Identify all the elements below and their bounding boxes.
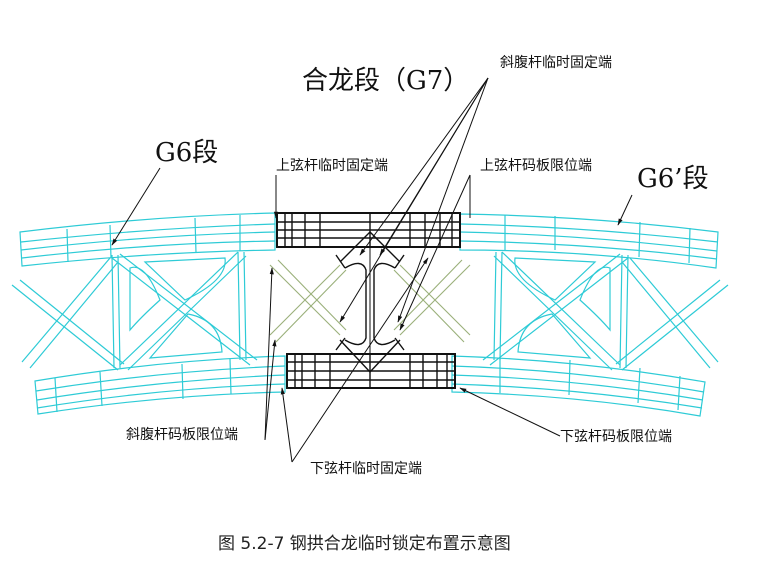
label-g6-prime: G6’段 [637, 164, 709, 194]
g7-closure-segment [276, 212, 461, 389]
label-closure-segment: 合龙段（G7） [302, 66, 470, 96]
label-lower-chord-temp-fixed: 下弦杆临时固定端 [310, 461, 422, 477]
label-upper-chord-plate-limit: 上弦杆码板限位端 [480, 158, 592, 174]
label-diagonal-temp-fixed: 斜腹杆临时固定端 [500, 55, 612, 71]
label-g6: G6段 [155, 138, 219, 168]
label-lower-chord-plate-limit: 下弦杆码板限位端 [560, 429, 672, 445]
figure-caption: 图 5.2-7 钢拱合龙临时锁定布置示意图 [218, 534, 511, 554]
label-diagonal-plate-limit: 斜腹杆码板限位端 [126, 427, 238, 443]
leader-lines [111, 77, 633, 463]
closure-diagonals [269, 259, 471, 343]
label-upper-chord-temp-fixed: 上弦杆临时固定端 [276, 158, 388, 174]
g6-segment [11, 212, 286, 415]
g6-prime-segment [451, 213, 729, 417]
